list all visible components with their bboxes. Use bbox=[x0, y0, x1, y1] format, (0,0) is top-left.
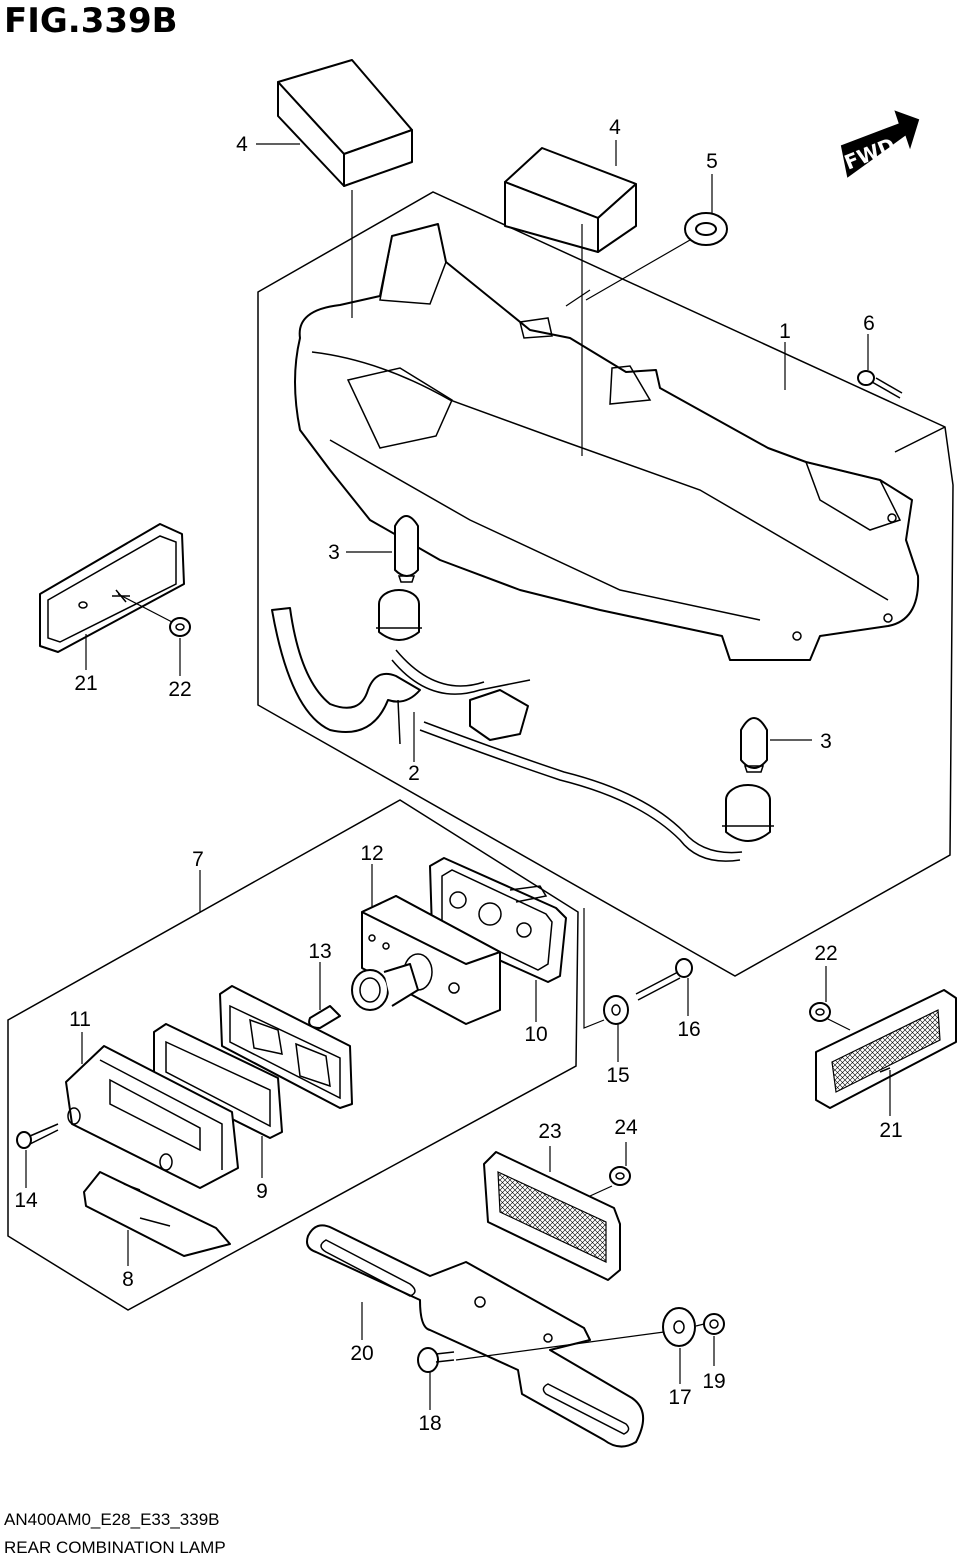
callout-15: 15 bbox=[606, 1064, 629, 1087]
callout-5: 5 bbox=[706, 150, 718, 173]
callout-22b: 22 bbox=[814, 942, 837, 965]
bulb-part-3b bbox=[740, 717, 768, 773]
bulb-socket-b bbox=[722, 784, 774, 842]
callout-14: 14 bbox=[14, 1189, 38, 1212]
callout-8: 8 bbox=[122, 1268, 134, 1291]
callout-6: 6 bbox=[863, 312, 875, 335]
callout-1: 1 bbox=[779, 320, 791, 343]
washer-part-15 bbox=[603, 995, 629, 1025]
cover-part-8 bbox=[83, 1171, 231, 1257]
lens-part-11 bbox=[65, 1045, 239, 1189]
callout-4a: 4 bbox=[236, 133, 248, 156]
rear-lamp-housing-part-1 bbox=[294, 223, 920, 661]
pad-part-4b bbox=[504, 147, 637, 253]
bolt-part-18 bbox=[417, 1347, 455, 1373]
washer-part-17 bbox=[662, 1307, 696, 1347]
nut-part-22a bbox=[169, 617, 191, 637]
callout-21a: 21 bbox=[74, 672, 97, 695]
screw-part-6 bbox=[857, 370, 903, 399]
callout-11: 11 bbox=[69, 1008, 91, 1031]
bulb-socket-c bbox=[351, 963, 419, 1011]
nut-part-22b bbox=[809, 1002, 831, 1022]
callout-7: 7 bbox=[192, 848, 204, 871]
bulb-part-13 bbox=[308, 1005, 341, 1029]
callout-19: 19 bbox=[702, 1370, 725, 1393]
callout-4b: 4 bbox=[609, 116, 621, 139]
frame-edge bbox=[894, 426, 946, 453]
callout-24: 24 bbox=[614, 1116, 638, 1139]
leader-lines bbox=[25, 140, 891, 1410]
callout-17: 17 bbox=[668, 1386, 691, 1409]
callout-20: 20 bbox=[350, 1342, 373, 1365]
wiring-harness-part-2 bbox=[271, 607, 743, 862]
callout-23: 23 bbox=[538, 1120, 561, 1143]
screw-part-16 bbox=[635, 958, 693, 1001]
nut-part-24 bbox=[609, 1166, 631, 1186]
reflector-part-21a bbox=[39, 523, 185, 653]
diagram-code: AN400AM0_E28_E33_339B bbox=[4, 1510, 220, 1529]
bulb-part-3a bbox=[394, 515, 419, 583]
diagram-caption: REAR COMBINATION LAMP bbox=[4, 1538, 226, 1557]
callout-22a: 22 bbox=[168, 678, 191, 701]
reflector-part-21b bbox=[815, 989, 957, 1109]
callout-labels: 4 4 5 1 6 3 3 2 21 22 7 12 13 10 11 9 14… bbox=[14, 116, 902, 1435]
callout-18: 18 bbox=[418, 1412, 441, 1435]
reflector-part-23 bbox=[483, 1151, 621, 1281]
callout-21b: 21 bbox=[879, 1119, 902, 1142]
callout-12: 12 bbox=[360, 842, 383, 865]
assembly-frame-1 bbox=[257, 191, 954, 977]
callout-9: 9 bbox=[256, 1180, 268, 1203]
callout-3a: 3 bbox=[328, 541, 340, 564]
callout-3b: 3 bbox=[820, 730, 832, 753]
callout-13: 13 bbox=[308, 940, 331, 963]
screw-part-14 bbox=[16, 1123, 59, 1149]
figure-title: FIG.339B bbox=[4, 1, 178, 41]
callout-16: 16 bbox=[677, 1018, 700, 1041]
fwd-arrow-icon: FWD bbox=[840, 110, 920, 178]
callout-2: 2 bbox=[408, 762, 420, 785]
lamp-base-part-12 bbox=[361, 895, 501, 1025]
circuit-board-part-9 bbox=[219, 985, 353, 1109]
pad-part-4a bbox=[277, 59, 413, 187]
nut-part-19 bbox=[703, 1313, 725, 1335]
callout-10: 10 bbox=[524, 1023, 547, 1046]
bracket-part-20 bbox=[306, 1224, 644, 1448]
grommet-part-5 bbox=[684, 212, 728, 246]
assembly-frame-7 bbox=[7, 799, 579, 1311]
bulb-socket-a bbox=[376, 589, 422, 641]
